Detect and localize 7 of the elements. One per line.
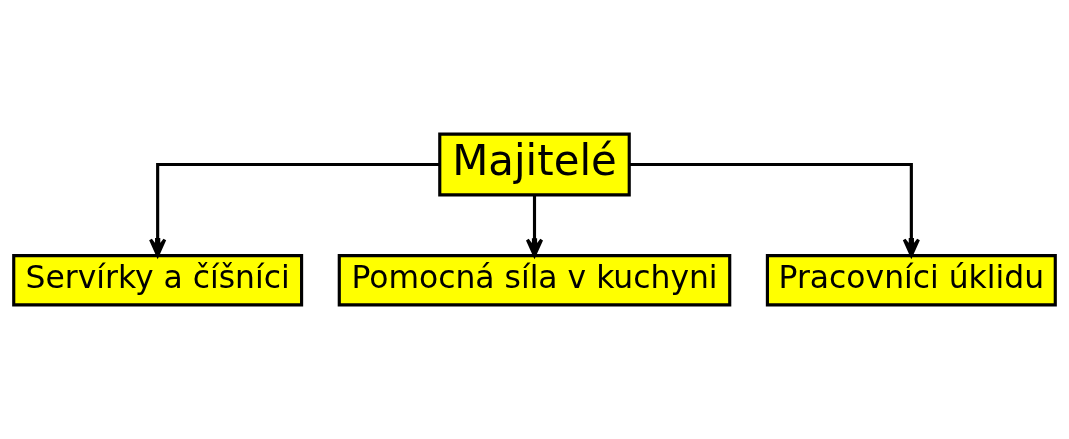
node-box: Pracovníci úklidu — [765, 254, 1057, 307]
arrow — [525, 194, 544, 258]
arrow — [149, 162, 440, 257]
arrow — [629, 162, 920, 257]
node-box: Majitelé — [438, 132, 631, 197]
node-box: Servírky a číšníci — [12, 254, 304, 307]
node-box: Pomocná síla v kuchyni — [337, 254, 732, 307]
